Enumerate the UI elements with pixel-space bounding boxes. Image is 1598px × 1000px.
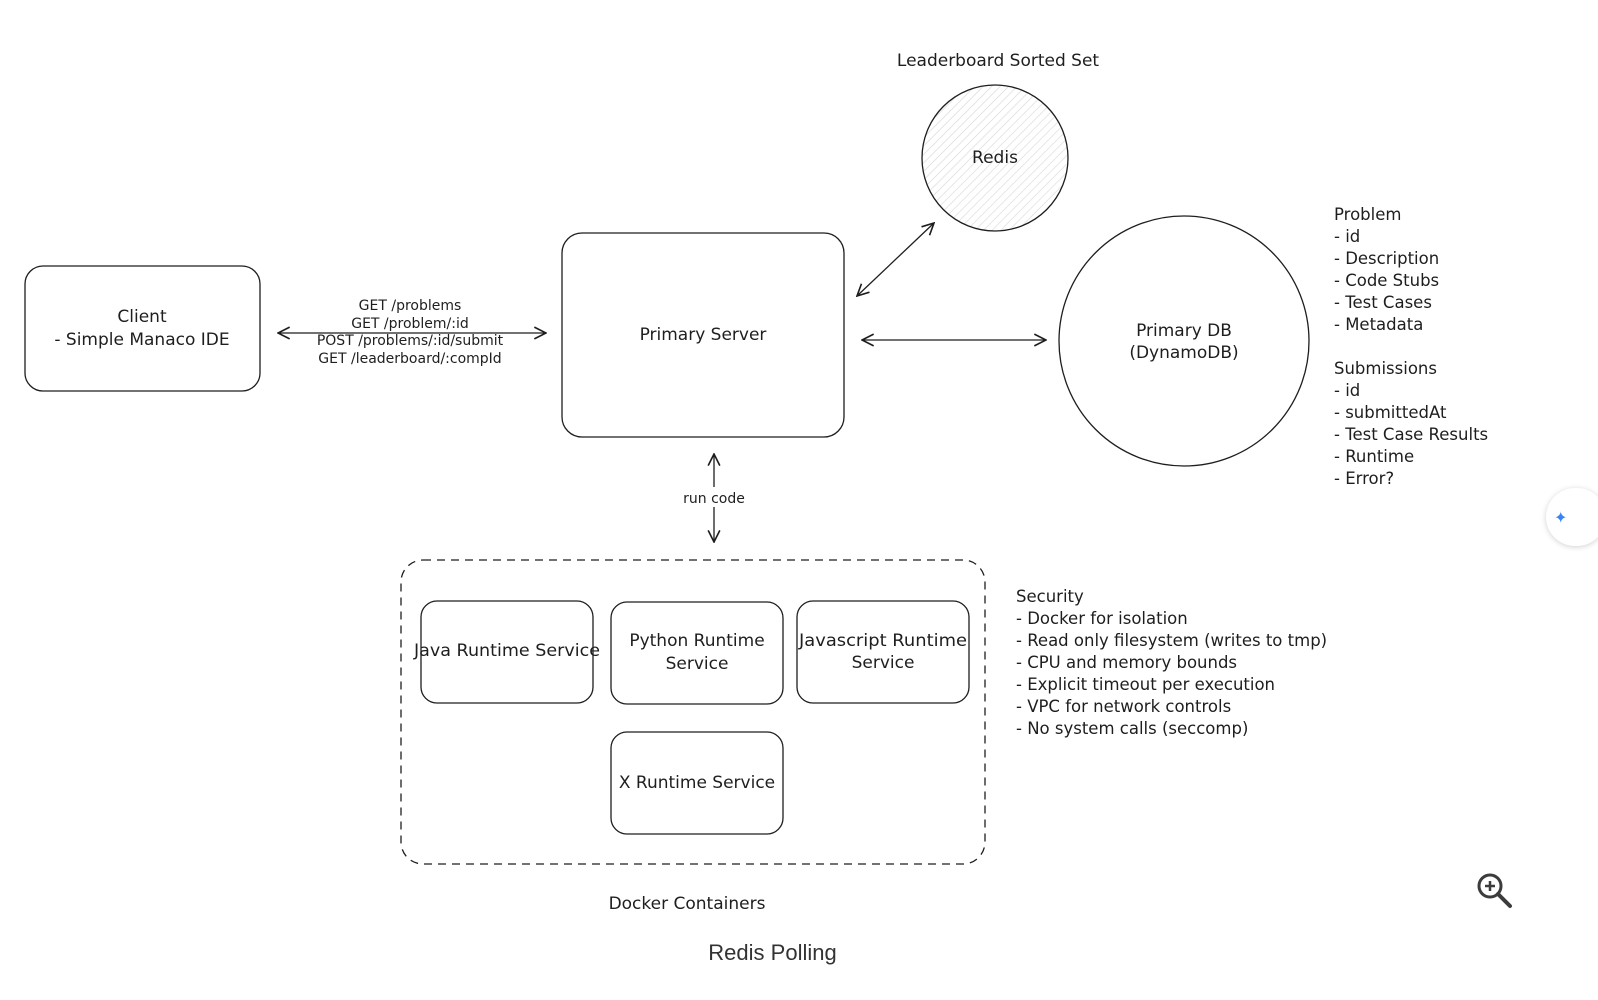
python-runtime-node[interactable]: Python Runtime Service xyxy=(610,601,784,705)
server-redis-arrow xyxy=(857,223,934,296)
schema-submissions-item: - id xyxy=(1334,381,1360,400)
schema-submissions-item: - Runtime xyxy=(1334,447,1414,466)
security-item: - VPC for network controls xyxy=(1016,697,1231,716)
security-item: - Docker for isolation xyxy=(1016,609,1188,628)
javascript-runtime-label: Service xyxy=(852,653,915,673)
java-runtime-label: Java Runtime Service xyxy=(413,641,600,661)
schema-problem-item: - Metadata xyxy=(1334,315,1423,334)
python-runtime-label: Service xyxy=(666,654,729,674)
redis-node[interactable]: Redis xyxy=(921,84,1069,232)
primary-db-node[interactable]: Primary DB (DynamoDB) xyxy=(1058,215,1310,467)
redis-label: Redis xyxy=(972,148,1018,168)
schema-problem-item: - Description xyxy=(1334,249,1439,268)
schema-submissions-item: - submittedAt xyxy=(1334,403,1447,422)
schema-problem-item: - Code Stubs xyxy=(1334,271,1439,290)
sparkle-icon: ✦ xyxy=(1554,507,1568,527)
run-code-label: run code xyxy=(683,491,745,507)
docker-containers-group[interactable] xyxy=(400,559,986,865)
endpoint-post-submit: POST /problems/:id/submit xyxy=(317,333,504,349)
java-runtime-node[interactable]: Java Runtime Service xyxy=(413,600,600,704)
endpoint-get-problems: GET /problems xyxy=(359,298,462,314)
docker-containers-label: Docker Containers xyxy=(609,894,766,914)
client-node[interactable]: Client - Simple Manaco IDE xyxy=(24,265,261,392)
schema-problem-item: - id xyxy=(1334,227,1360,246)
client-subtitle: - Simple Manaco IDE xyxy=(54,330,229,350)
schema-problem-heading: Problem xyxy=(1334,205,1401,224)
python-runtime-label: Python Runtime xyxy=(629,631,764,651)
api-endpoints-label: GET /problems GET /problem/:id POST /pro… xyxy=(317,298,504,367)
side-panel-button[interactable]: ✦ xyxy=(1546,488,1598,546)
security-item: - No system calls (seccomp) xyxy=(1016,719,1248,738)
javascript-runtime-label: Javascript Runtime xyxy=(798,631,967,651)
security-item: - Explicit timeout per execution xyxy=(1016,675,1275,694)
primary-db-title: Primary DB xyxy=(1136,321,1232,341)
primary-server-node[interactable]: Primary Server xyxy=(561,232,845,438)
security-notes: Security - Docker for isolation - Read o… xyxy=(1016,587,1327,738)
security-item: - CPU and memory bounds xyxy=(1016,653,1237,672)
security-item: - Read only filesystem (writes to tmp) xyxy=(1016,631,1327,650)
security-heading: Security xyxy=(1016,587,1084,606)
schema-problem-item: - Test Cases xyxy=(1334,293,1432,312)
x-runtime-node[interactable]: X Runtime Service xyxy=(610,731,784,835)
primary-server-label: Primary Server xyxy=(640,325,767,345)
primary-db-subtitle: (DynamoDB) xyxy=(1129,343,1238,363)
endpoint-get-problem: GET /problem/:id xyxy=(351,316,469,332)
javascript-runtime-node[interactable]: Javascript Runtime Service xyxy=(796,600,970,704)
endpoint-get-leaderboard: GET /leaderboard/:compId xyxy=(318,351,501,367)
zoom-in-button[interactable] xyxy=(1474,870,1514,910)
schema-notes: Problem - id - Description - Code Stubs … xyxy=(1334,205,1488,488)
client-title: Client xyxy=(117,307,167,327)
schema-submissions-item: - Error? xyxy=(1334,469,1394,488)
zoom-in-icon xyxy=(1477,873,1512,908)
x-runtime-label: X Runtime Service xyxy=(619,773,775,793)
redis-title: Leaderboard Sorted Set xyxy=(897,51,1100,71)
diagram-caption: Redis Polling xyxy=(708,940,837,965)
schema-submissions-item: - Test Case Results xyxy=(1334,425,1488,444)
schema-submissions-heading: Submissions xyxy=(1334,359,1437,378)
